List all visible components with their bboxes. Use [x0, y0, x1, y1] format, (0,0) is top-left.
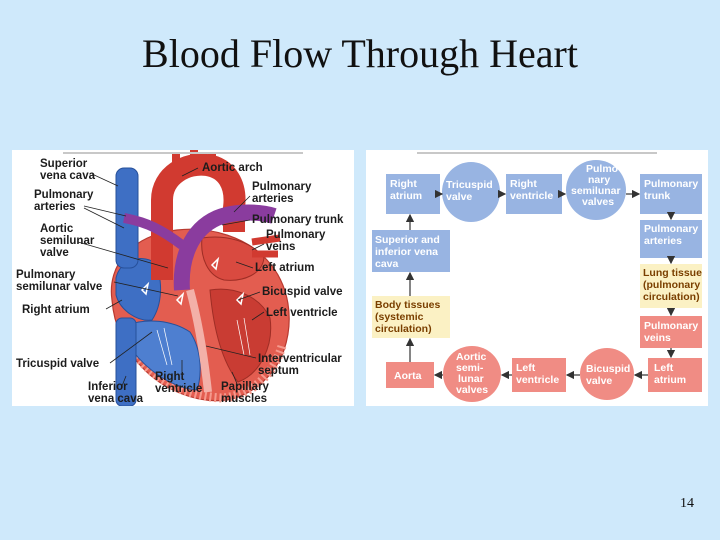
node-pulmonary-trunk — [640, 174, 702, 214]
leader-lines — [77, 167, 265, 387]
copyright-strip — [63, 152, 303, 154]
aorta-branch-3 — [208, 152, 216, 170]
label-left-ventricle: Left ventricle — [266, 307, 338, 319]
copyright-strip — [417, 152, 657, 154]
aorta-vessel — [151, 153, 246, 280]
aorta-branch-1 — [172, 152, 180, 172]
node-superior-inferior-vena-cava — [372, 230, 450, 272]
label-bicuspid-valve: Bicuspid valve — [262, 286, 343, 298]
node-body-tissues — [372, 296, 450, 338]
slide-number: 14 — [680, 496, 694, 511]
aorta-branch-2 — [190, 150, 198, 168]
pulmonary-trunk-vessel — [173, 204, 277, 291]
svg-text:Aorta: Aorta — [394, 370, 422, 382]
node-left-atrium — [648, 358, 702, 392]
pulmonary-artery-left — [123, 213, 185, 250]
label-pulmonary-trunk: Pulmonary trunk — [252, 214, 344, 226]
label-right-atrium: Right atrium — [22, 304, 90, 316]
node-left-ventricle — [512, 358, 566, 392]
left-atrium-chamber — [201, 236, 265, 281]
pulmonary-veins-vessel — [251, 234, 281, 258]
label-tricuspid-valve: Tricuspid valve — [16, 358, 99, 370]
node-pulmonary-arteries — [640, 220, 702, 258]
slide-title: Blood Flow Through Heart — [142, 31, 578, 76]
septum — [186, 288, 212, 393]
node-pulmonary-veins — [640, 316, 702, 348]
node-aortic-semilunar-valves — [443, 346, 501, 402]
label-left-atrium: Left atrium — [255, 262, 314, 274]
node-pulmonary-semilunar-valves — [566, 160, 626, 220]
node-right-atrium — [386, 174, 440, 214]
node-bicuspid-valve — [580, 348, 634, 400]
label-aortic-arch: Aortic arch — [202, 162, 263, 174]
node-tricuspid-valve — [442, 162, 500, 222]
node-aorta — [386, 362, 434, 388]
flow-arrows — [405, 189, 676, 380]
chordae-tendineae — [156, 317, 251, 366]
node-right-ventricle — [506, 174, 562, 214]
node-lung-tissue — [640, 264, 702, 308]
